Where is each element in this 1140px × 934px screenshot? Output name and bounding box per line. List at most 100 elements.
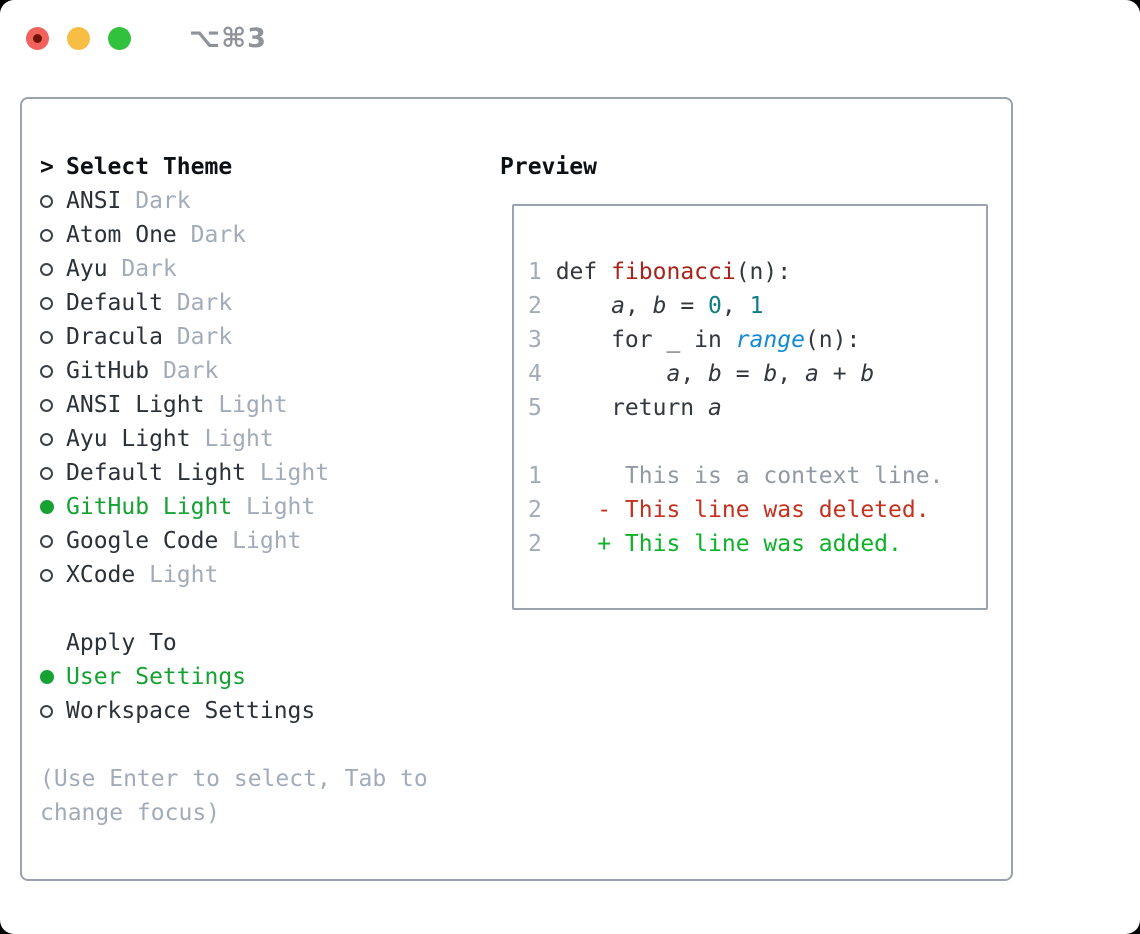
- theme-variant-label: Dark: [135, 188, 191, 214]
- theme-option-label: XCode: [66, 562, 136, 588]
- code-segment-context: This is a context line.: [555, 463, 944, 489]
- line-number: 2: [528, 531, 542, 557]
- theme-option-default[interactable]: Default Dark: [40, 286, 428, 320]
- code-segment-code: =: [666, 293, 709, 319]
- preview-line-8: 2 - This line was deleted.: [528, 493, 986, 527]
- radio-unselected-icon: [40, 330, 53, 344]
- code-segment-builtin: range: [735, 327, 805, 353]
- theme-option-label: GitHub: [66, 358, 150, 384]
- theme-option-label: Google Code: [66, 528, 219, 554]
- window-title: ⌥⌘3: [189, 22, 267, 54]
- theme-option-dracula[interactable]: Dracula Dark: [40, 320, 428, 354]
- theme-option-ayu-light[interactable]: Ayu Light Light: [40, 422, 428, 456]
- close-button[interactable]: [26, 26, 49, 50]
- theme-variant-label: Light: [149, 562, 219, 588]
- code-segment-code: ,: [680, 361, 709, 387]
- radio-gutter: [40, 534, 66, 548]
- preview-line-9: 2 + This line was added.: [528, 527, 986, 561]
- spacer: [40, 728, 428, 762]
- select-theme-header: > Select Theme: [40, 150, 428, 184]
- radio-unselected-icon: [40, 534, 53, 548]
- theme-option-xcode[interactable]: XCode Light: [40, 558, 428, 592]
- maximize-button[interactable]: [108, 26, 131, 50]
- radio-gutter: [40, 364, 66, 378]
- radio-gutter: [40, 228, 66, 242]
- preview-line-7: 1 This is a context line.: [528, 459, 986, 493]
- radio-gutter: [40, 466, 66, 480]
- radio-gutter: [40, 568, 66, 582]
- theme-option-label: Default: [66, 290, 163, 316]
- theme-option-label: ANSI Light: [66, 392, 205, 418]
- code-segment-var: a: [805, 361, 819, 387]
- radio-gutter: [40, 296, 66, 310]
- theme-option-label: Ayu Light: [66, 426, 191, 452]
- code-segment-code: +: [818, 361, 861, 387]
- caret-icon: >: [40, 154, 54, 180]
- radio-unselected-icon: [40, 228, 53, 242]
- code-segment-code: def: [555, 259, 612, 285]
- radio-gutter: [40, 704, 66, 718]
- code-segment-code: =: [721, 361, 764, 387]
- spacer: [40, 592, 428, 626]
- theme-option-label: Dracula: [66, 324, 163, 350]
- theme-variant-label: Light: [204, 426, 274, 452]
- radio-unselected-icon: [40, 296, 53, 310]
- radio-gutter: [40, 500, 66, 514]
- theme-variant-label: Dark: [176, 290, 233, 316]
- unsaved-changes-dot-icon: [33, 33, 42, 43]
- code-segment-code: for _ in: [555, 327, 736, 353]
- code-segment-var: a: [611, 293, 625, 319]
- radio-unselected-icon: [40, 194, 53, 208]
- line-number: 1: [528, 259, 542, 285]
- code-segment-code: ,: [721, 293, 750, 319]
- theme-variant-label: Dark: [176, 324, 233, 350]
- radio-gutter: [40, 262, 66, 276]
- theme-option-label: ANSI: [66, 188, 122, 214]
- apply-option-workspace-settings[interactable]: Workspace Settings: [40, 694, 428, 728]
- code-segment-func: fibonacci: [611, 259, 736, 285]
- code-segment-var: b: [860, 361, 875, 387]
- radio-unselected-icon: [40, 262, 53, 276]
- radio-unselected-icon: [40, 364, 53, 378]
- theme-variant-label: Light: [259, 460, 330, 486]
- titlebar: ⌥⌘3: [0, 0, 1140, 76]
- line-number: 2: [528, 293, 542, 319]
- preview-line-6: [528, 425, 986, 459]
- code-segment-var: a: [708, 395, 722, 421]
- code-segment-var: b: [708, 361, 722, 387]
- radio-unselected-icon: [40, 432, 53, 446]
- theme-option-label: Atom One: [66, 222, 177, 248]
- radio-unselected-icon: [40, 568, 53, 582]
- minimize-button[interactable]: [67, 26, 90, 50]
- apply-option-label: User Settings: [66, 664, 247, 690]
- apply-option-label: Workspace Settings: [66, 698, 316, 724]
- code-segment-code: ,: [777, 361, 805, 387]
- radio-selected-icon: [40, 500, 54, 514]
- theme-option-label: GitHub Light: [66, 494, 233, 520]
- preview-line-5: 5 return a: [528, 391, 986, 425]
- code-segment-code: return: [555, 395, 709, 421]
- apply-option-user-settings[interactable]: User Settings: [40, 660, 428, 694]
- line-number: 2: [528, 497, 542, 523]
- code-segment-code: [556, 361, 667, 387]
- code-segment-var: a: [666, 361, 681, 387]
- radio-gutter: [40, 670, 66, 684]
- radio-gutter: [40, 398, 66, 412]
- radio-unselected-icon: [40, 466, 53, 480]
- radio-gutter: [40, 330, 66, 344]
- apply-to-header: Apply To: [40, 626, 428, 660]
- apply-to-label: Apply To: [66, 630, 177, 656]
- theme-option-ansi[interactable]: ANSI Dark: [40, 184, 428, 218]
- line-number: 3: [528, 327, 542, 353]
